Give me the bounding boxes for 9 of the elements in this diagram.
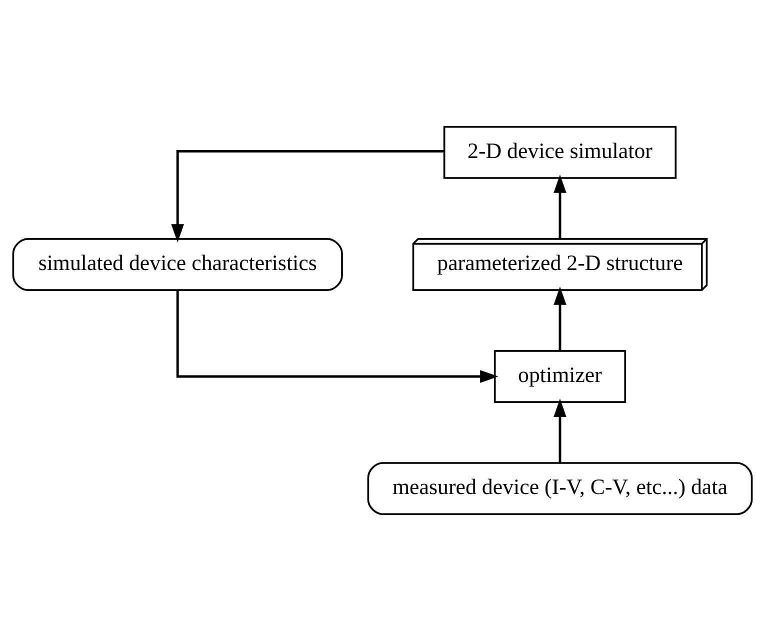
arrow [176,290,498,383]
node-box: simulated device characteristics [12,238,343,291]
arrow [554,174,566,238]
node-box: measured device (I-V, C-V, etc...) data [367,462,753,516]
node-box: optimizer [494,350,626,403]
arrow [554,398,566,463]
node-box: 2-D device simulator [443,126,677,179]
arrow [554,286,566,351]
arrow [171,150,444,242]
